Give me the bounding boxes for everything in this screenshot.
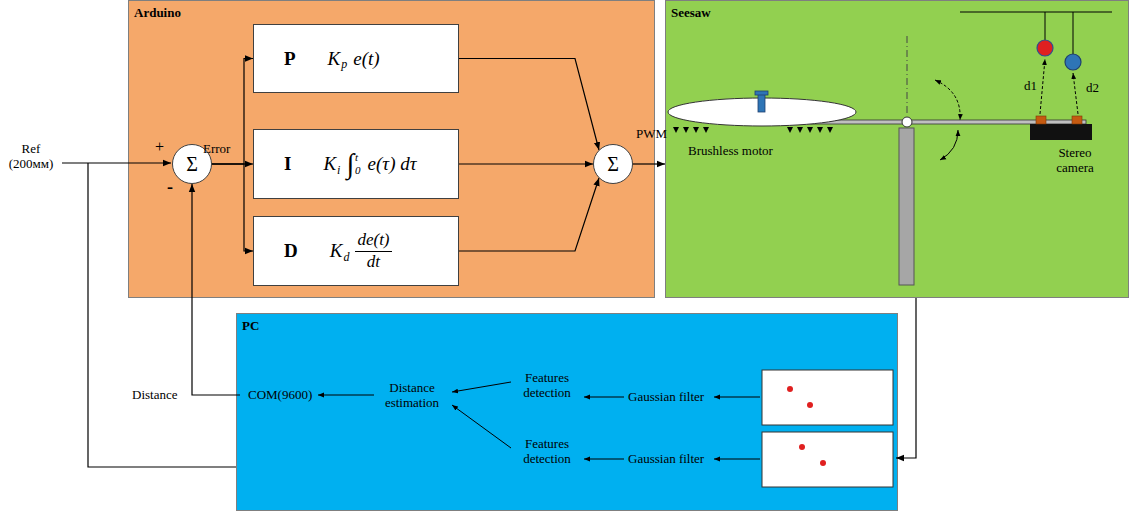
reference-label: Ref (200мм) — [0, 141, 62, 171]
camera-lens — [1072, 116, 1082, 124]
block-label: Distance estimation — [376, 380, 448, 410]
flow-arrow — [714, 459, 760, 460]
thrust-arrow — [817, 127, 823, 133]
motor-symbol — [755, 91, 768, 95]
formula-text: K — [323, 153, 336, 175]
sign-label: + — [155, 139, 164, 154]
distance-ray — [1040, 59, 1045, 114]
numerator: de(t) — [355, 230, 391, 252]
flow-arrow — [452, 382, 511, 392]
formula: I Ki ∫t0 e(τ) dτ — [284, 148, 418, 180]
tilt-arrow — [940, 130, 958, 160]
block-label: Gaussian filter — [628, 389, 704, 404]
flow-arrow — [318, 395, 374, 396]
block-letter: I — [284, 153, 291, 175]
thrust-arrow — [683, 127, 689, 133]
camera-lens — [1036, 116, 1046, 124]
formula-text: e(t) — [353, 48, 379, 70]
image-dot — [807, 402, 813, 408]
block-label: Features detection — [514, 370, 580, 400]
signal-connector — [896, 298, 916, 458]
formula-text: e(τ) dτ — [368, 153, 417, 175]
signal-connector — [212, 164, 253, 251]
red-marker — [1037, 40, 1053, 56]
block-letter: P — [284, 48, 296, 70]
thrust-arrow — [673, 127, 679, 133]
distance-label: d1 — [1024, 78, 1037, 93]
thrust-arrow — [693, 127, 699, 133]
flow-arrow — [584, 459, 624, 460]
flow-arrow — [584, 397, 624, 398]
flow-arrow — [452, 405, 511, 448]
motor-symbol — [758, 94, 765, 112]
signal-label: Error — [203, 141, 230, 156]
distance-ray — [1073, 73, 1078, 114]
feedback-line — [88, 163, 236, 467]
integral-limits: t0 — [355, 151, 361, 177]
thrust-arrow — [787, 127, 793, 133]
tilt-arrow — [935, 80, 960, 120]
thrust-arrow — [797, 127, 803, 133]
camera-image — [762, 432, 893, 487]
marker-bar — [960, 11, 1112, 12]
signal-label: Distance — [132, 387, 177, 402]
image-dot — [820, 460, 826, 466]
thrust-arrow — [703, 127, 709, 133]
panel-title: Arduino — [134, 5, 181, 20]
sign-label: - — [167, 180, 173, 195]
summing-junction: Σ — [593, 144, 633, 184]
formula-text: K — [330, 240, 343, 262]
process-box: I Ki ∫t0 e(τ) dτ — [253, 129, 459, 199]
marker-string — [1045, 12, 1046, 40]
pivot — [902, 117, 912, 127]
ref-line — [62, 162, 171, 163]
block-label: Features detection — [514, 436, 580, 466]
formula: P Kp e(t) — [284, 48, 381, 70]
block-label: COM(9600) — [248, 387, 312, 402]
distance-label: d2 — [1086, 80, 1099, 95]
process-box: P Kp e(t) — [253, 24, 459, 93]
formula-text: p — [341, 57, 347, 72]
thrust-arrow — [827, 127, 833, 133]
denominator: dt — [367, 252, 380, 272]
process-box: D Kd de(t)dt — [253, 216, 459, 286]
marker-string — [1073, 12, 1074, 54]
signal-connector — [459, 163, 593, 164]
lower-limit: 0 — [355, 164, 361, 177]
signal-connector — [192, 184, 240, 395]
flow-arrow — [714, 397, 760, 398]
image-dot — [787, 386, 793, 392]
block-letter: D — [284, 240, 298, 262]
camera-image — [762, 370, 893, 425]
thrust-arrow — [807, 127, 813, 133]
pivot-post — [899, 128, 914, 285]
signal-connector — [459, 59, 599, 151]
part-label: Brushless motor — [688, 143, 773, 158]
blue-marker — [1065, 54, 1081, 70]
signal-connector — [459, 178, 599, 251]
formula-text: i — [337, 163, 340, 178]
image-dot — [799, 444, 805, 450]
formula-text: d — [343, 250, 349, 265]
formula: D Kd de(t)dt — [284, 230, 392, 273]
formula-text: ∫ — [346, 148, 354, 180]
block-label: Gaussian filter — [628, 451, 704, 466]
panel-title: Seesaw — [671, 5, 711, 20]
camera-body — [1030, 124, 1092, 140]
sum-symbol: Σ — [607, 153, 619, 176]
axis-line — [907, 36, 908, 115]
sum-symbol: Σ — [186, 153, 198, 176]
formula-text: K — [328, 48, 341, 70]
upper-limit: t — [355, 151, 361, 164]
fraction: de(t)dt — [355, 230, 391, 273]
part-label: Stereo camera — [1044, 145, 1106, 175]
signal-connector — [633, 163, 665, 164]
panel-title: PC — [242, 318, 259, 333]
signal-label: PWM — [636, 126, 667, 141]
